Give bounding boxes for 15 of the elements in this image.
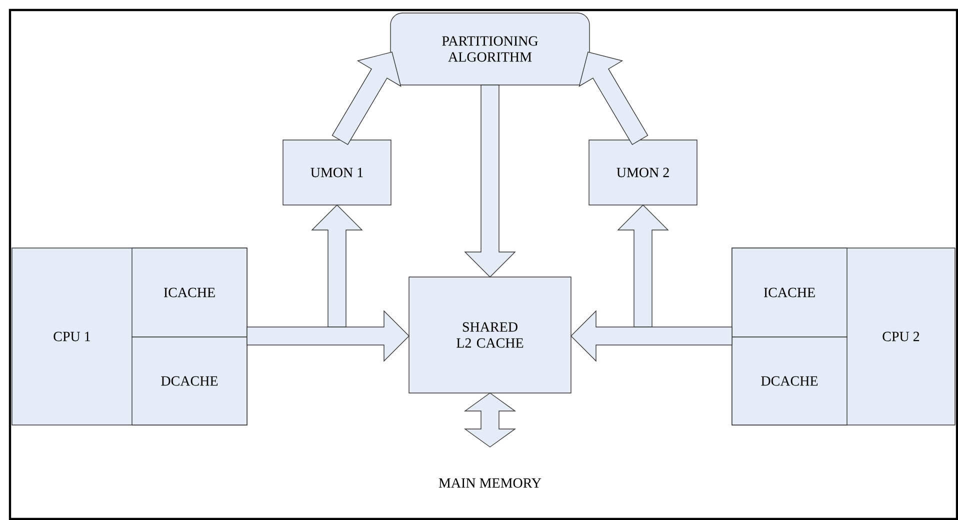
block-arrow xyxy=(246,310,410,362)
monitor-box: UMON 1 xyxy=(282,140,392,206)
block-arrow xyxy=(464,84,516,278)
algorithm-box: PARTITIONING ALGORITHM xyxy=(390,12,590,86)
monitor-box: UMON 2 xyxy=(588,140,698,206)
cache-box: SHARED L2 CACHE xyxy=(408,276,572,394)
cache-box: ICACHE xyxy=(732,248,848,338)
block-arrow xyxy=(464,392,516,448)
text-label: MAIN MEMORY xyxy=(438,478,542,488)
cache-box: ICACHE xyxy=(132,248,248,338)
cache-box: DCACHE xyxy=(132,336,248,426)
block-arrow xyxy=(570,310,732,362)
cache-box: DCACHE xyxy=(732,336,848,426)
block-arrow xyxy=(311,204,363,328)
block-arrow xyxy=(617,204,669,328)
